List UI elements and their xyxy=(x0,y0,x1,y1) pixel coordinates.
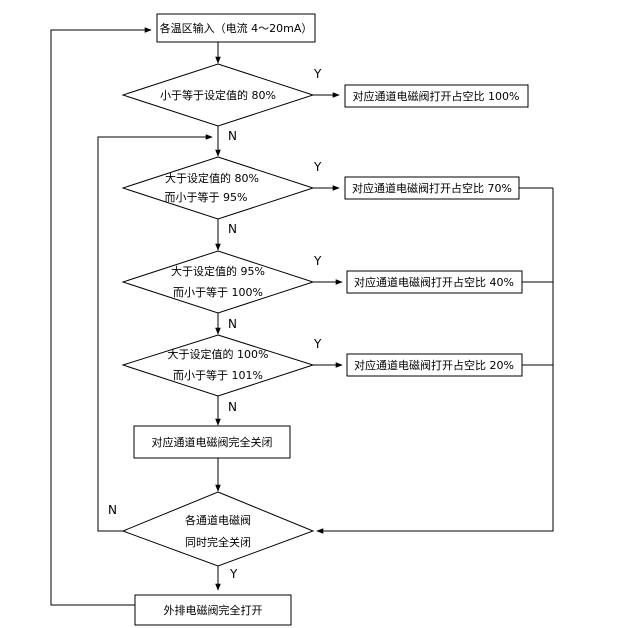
decision-1-label: 小于等于设定值的 80% xyxy=(160,88,276,102)
start-node: 各温区输入（电流 4～20mA） xyxy=(156,13,316,43)
decision-3: 大于设定值的 95% 而小于等于 100% xyxy=(121,250,315,314)
start-label: 各温区输入（电流 4～20mA） xyxy=(160,21,313,35)
close-channel-label: 对应通道电磁阀完全关闭 xyxy=(152,435,273,449)
decision-5-label-line1: 各通道电磁阀 xyxy=(185,513,251,527)
decision-3-label-line2: 而小于等于 100% xyxy=(173,285,263,299)
result-2-label: 对应通道电磁阀打开占空比 70% xyxy=(352,181,512,195)
no-label-3: N xyxy=(228,317,237,331)
decision-5: 各通道电磁阀 同时完全关闭 xyxy=(121,491,315,567)
result-3: 对应通道电磁阀打开占空比 40% xyxy=(346,270,523,294)
decision-1: 小于等于设定值的 80% xyxy=(121,63,315,127)
yes-label-5: Y xyxy=(229,567,238,581)
yes-label-2: Y xyxy=(313,160,322,174)
connector-d5-loop-back xyxy=(97,134,213,532)
result-4-label: 对应通道电磁阀打开占空比 20% xyxy=(354,358,514,372)
decision-4-label-line1: 大于设定值的 100% xyxy=(168,347,269,361)
yes-label-4: Y xyxy=(313,337,322,351)
result-1: 对应通道电磁阀打开占空比 100% xyxy=(344,84,529,108)
yes-label-3: Y xyxy=(313,254,322,268)
result-3-label: 对应通道电磁阀打开占空比 40% xyxy=(354,275,514,289)
decision-2-label-line2: 而小于等于 95% xyxy=(165,190,248,204)
result-1-label: 对应通道电磁阀打开占空比 100% xyxy=(353,89,520,103)
no-label-5: N xyxy=(108,503,117,517)
yes-label-1: Y xyxy=(313,67,322,81)
decision-4: 大于设定值的 100% 而小于等于 101% xyxy=(121,334,315,397)
connector-results-d5 xyxy=(316,188,554,534)
decision-3-label-line1: 大于设定值的 95% xyxy=(171,264,265,278)
connector-end-loop-start xyxy=(50,27,152,606)
result-4: 对应通道电磁阀打开占空比 20% xyxy=(346,353,523,377)
decision-4-label-line2: 而小于等于 101% xyxy=(173,368,263,382)
result-2: 对应通道电磁阀打开占空比 70% xyxy=(344,176,520,200)
end-node: 外排电磁阀完全打开 xyxy=(134,594,292,626)
decision-2-label-line1: 大于设定值的 80% xyxy=(165,171,259,185)
end-label: 外排电磁阀完全打开 xyxy=(164,603,263,617)
no-label-2: N xyxy=(228,222,237,236)
no-label-1: N xyxy=(228,129,237,143)
decision-2: 大于设定值的 80% 而小于等于 95% xyxy=(121,156,315,220)
no-label-4: N xyxy=(228,400,237,414)
decision-5-label-line2: 同时完全关闭 xyxy=(185,535,251,549)
close-channel-node: 对应通道电磁阀完全关闭 xyxy=(133,425,291,459)
